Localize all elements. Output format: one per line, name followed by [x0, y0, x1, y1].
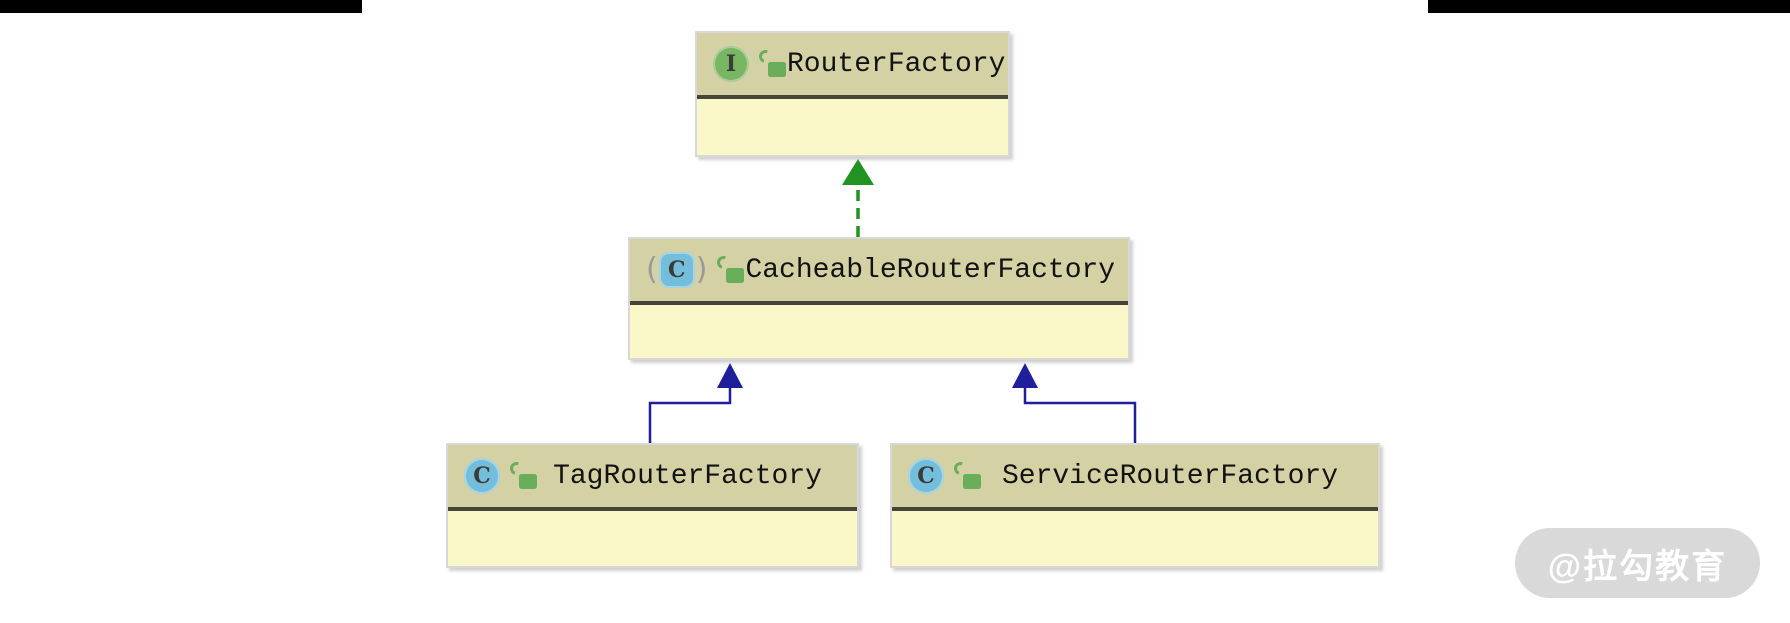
top-right-black-bar — [1428, 0, 1790, 13]
class-node-cacheablerouterfactory[interactable]: ( C ) CacheableRouterFactory — [628, 237, 1130, 360]
class-node-servicerouterfactory[interactable]: C ServiceRouterFactory — [890, 443, 1380, 568]
lock-icon — [507, 459, 538, 491]
node-members-section — [697, 99, 1008, 155]
lock-icon — [756, 47, 787, 79]
top-left-black-bar — [0, 0, 362, 13]
class-node-routerfactory[interactable]: I RouterFactory — [695, 31, 1010, 157]
node-members-section — [448, 511, 857, 566]
node-header: ( C ) CacheableRouterFactory — [630, 239, 1128, 301]
class-icon: C — [908, 458, 944, 494]
extends-edge-service-to-cacheable[interactable] — [1012, 363, 1137, 444]
lock-icon — [951, 459, 982, 491]
class-icon: C — [464, 458, 500, 494]
class-icon: C — [658, 252, 695, 288]
node-header: C TagRouterFactory — [448, 445, 857, 507]
node-name: CacheableRouterFactory — [745, 254, 1116, 286]
node-header: I RouterFactory — [697, 33, 1008, 95]
watermark-badge: @拉勾教育 — [1515, 528, 1760, 598]
extends-edge-tag-to-cacheable[interactable] — [648, 363, 743, 444]
extends-arrowhead-left — [717, 363, 743, 388]
implements-arrowhead — [842, 159, 874, 185]
class-node-tagrouterfactory[interactable]: C TagRouterFactory — [446, 443, 859, 568]
node-divider — [697, 95, 1008, 99]
node-divider — [892, 507, 1378, 511]
node-members-section — [892, 511, 1378, 566]
interface-icon: I — [713, 46, 749, 82]
paren-right: ) — [695, 252, 708, 287]
node-name: ServiceRouterFactory — [1001, 460, 1339, 492]
node-divider — [448, 507, 857, 511]
implements-edge-cacheable-to-routerfactory[interactable] — [842, 159, 874, 237]
node-members-section — [630, 305, 1128, 358]
node-header: C ServiceRouterFactory — [892, 445, 1378, 507]
abstract-class-icon: ( C ) — [646, 252, 707, 288]
lock-icon — [715, 253, 745, 285]
extends-arrowhead-right — [1012, 363, 1038, 388]
node-name: TagRouterFactory — [553, 460, 822, 492]
paren-left: ( — [646, 252, 658, 287]
node-divider — [630, 301, 1128, 305]
node-name: RouterFactory — [787, 48, 1006, 80]
